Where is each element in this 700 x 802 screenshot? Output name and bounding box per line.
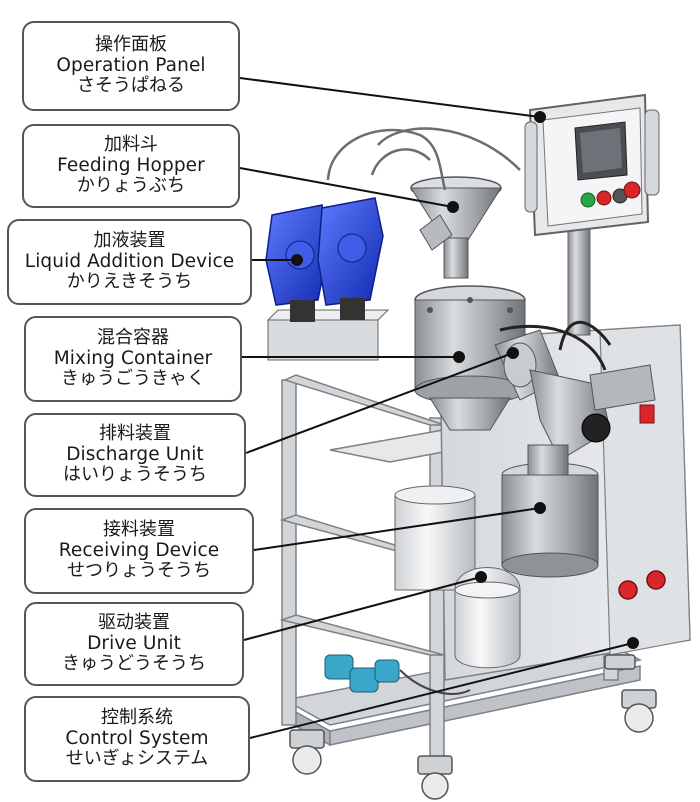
label-zh: 混合容器 xyxy=(97,327,169,349)
leader-dot-drive-unit xyxy=(475,571,487,583)
label-jp: さそうぱねる xyxy=(77,75,185,97)
callout-mixing-container: 混合容器 Mixing Container きゅうごうきゃく xyxy=(24,316,242,402)
leader-discharge-unit xyxy=(245,352,514,454)
callout-liquid-addition-device: 加液装置 Liquid Addition Device かりえきそうち xyxy=(7,219,252,305)
leader-drive-unit xyxy=(243,576,482,641)
label-en: Receiving Device xyxy=(58,539,220,561)
tubing xyxy=(326,127,612,371)
label-en: Feeding Hopper xyxy=(57,154,205,176)
label-zh: 加料斗 xyxy=(104,134,158,156)
leader-operation-panel xyxy=(239,77,541,118)
leader-dot-control-system xyxy=(627,637,639,649)
label-jp: かりょうぶち xyxy=(76,175,186,197)
leader-dot-feeding-hopper xyxy=(447,201,459,213)
casters xyxy=(289,654,657,800)
label-zh: 排料装置 xyxy=(99,423,171,445)
label-en: Operation Panel xyxy=(56,54,206,76)
callout-control-system: 控制系统 Control System せいぎょシステム xyxy=(24,696,250,782)
callout-drive-unit: 驱动装置 Drive Unit きゅうどうそうち xyxy=(24,602,244,686)
label-jp: せつりょうそうち xyxy=(67,560,211,582)
receiving-device xyxy=(501,444,599,578)
label-en: Drive Unit xyxy=(87,632,181,654)
label-jp: はいりょうそうち xyxy=(63,464,207,486)
leader-dot-operation-panel xyxy=(534,111,546,123)
callout-feeding-hopper: 加料斗 Feeding Hopper かりょうぶち xyxy=(22,124,240,208)
feeding-hopper xyxy=(410,176,502,279)
leader-receiving-device xyxy=(253,507,541,551)
label-zh: 驱动装置 xyxy=(98,612,170,634)
label-jp: せいぎょシステム xyxy=(65,748,209,770)
control-system-valves xyxy=(324,654,471,695)
discharge-unit xyxy=(494,329,656,461)
label-en: Mixing Container xyxy=(53,347,213,369)
label-en: Discharge Unit xyxy=(66,443,204,465)
liquid-addition-pumps xyxy=(265,197,390,361)
label-jp: きゅうごうきゃく xyxy=(61,368,205,390)
leader-dot-receiving-device xyxy=(534,502,546,514)
label-en: Control System xyxy=(65,727,209,749)
operation-panel-assembly xyxy=(524,93,660,336)
leader-control-system xyxy=(249,642,634,739)
label-en: Liquid Addition Device xyxy=(24,250,235,272)
label-jp: かりえきそうち xyxy=(66,271,193,293)
label-zh: 操作面板 xyxy=(95,34,167,56)
drive-motor xyxy=(394,485,521,669)
leader-dot-discharge-unit xyxy=(507,347,519,359)
label-zh: 加液装置 xyxy=(93,230,166,252)
leader-dot-liquid-addition xyxy=(291,254,303,266)
leader-dot-mixing-container xyxy=(453,351,465,363)
leader-feeding-hopper xyxy=(239,167,454,208)
label-zh: 控制系统 xyxy=(101,707,173,729)
callout-receiving-device: 接料装置 Receiving Device せつりょうそうち xyxy=(24,508,254,594)
callout-discharge-unit: 排料装置 Discharge Unit はいりょうそうち xyxy=(24,413,246,497)
label-jp: きゅうどうそうち xyxy=(62,653,206,675)
label-zh: 接料装置 xyxy=(103,519,175,541)
callout-operation-panel: 操作面板 Operation Panel さそうぱねる xyxy=(22,21,240,111)
